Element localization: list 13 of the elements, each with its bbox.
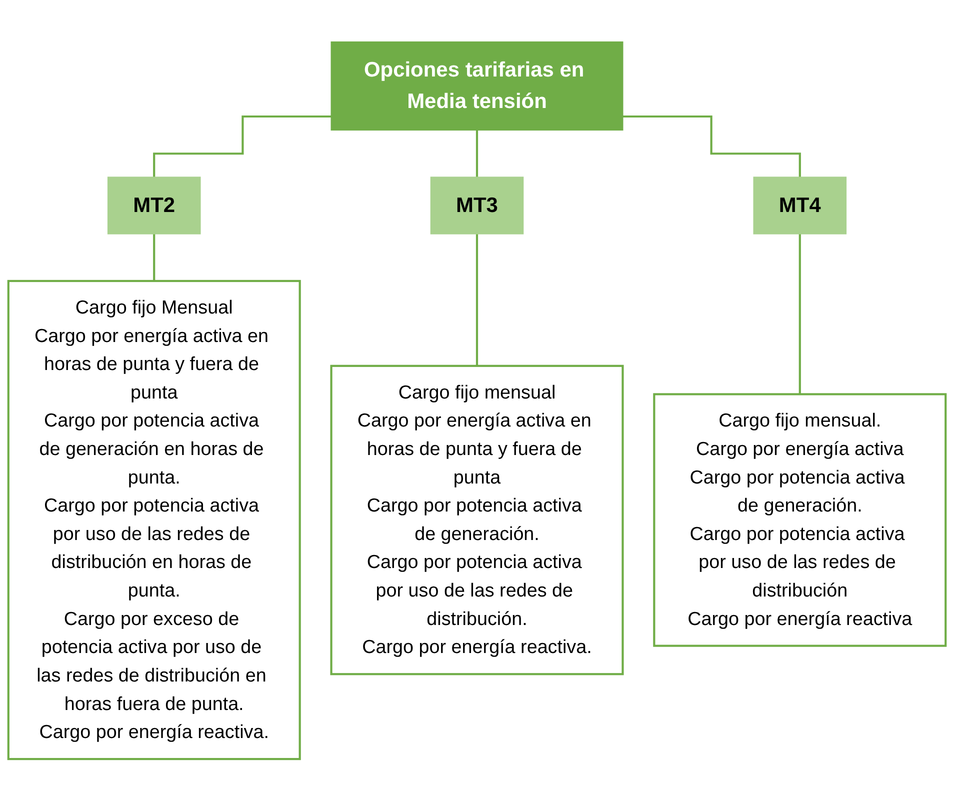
node-box (330, 41, 624, 131)
connector (622, 115, 801, 178)
node-box (330, 364, 624, 676)
connector (476, 232, 478, 367)
connector (153, 232, 156, 282)
node-box (653, 393, 947, 647)
node-box (7, 280, 301, 760)
node-box (753, 176, 847, 234)
connector (798, 232, 801, 396)
connector (476, 128, 478, 178)
node-box (107, 176, 201, 234)
node-box (430, 176, 524, 234)
connector (153, 115, 332, 178)
